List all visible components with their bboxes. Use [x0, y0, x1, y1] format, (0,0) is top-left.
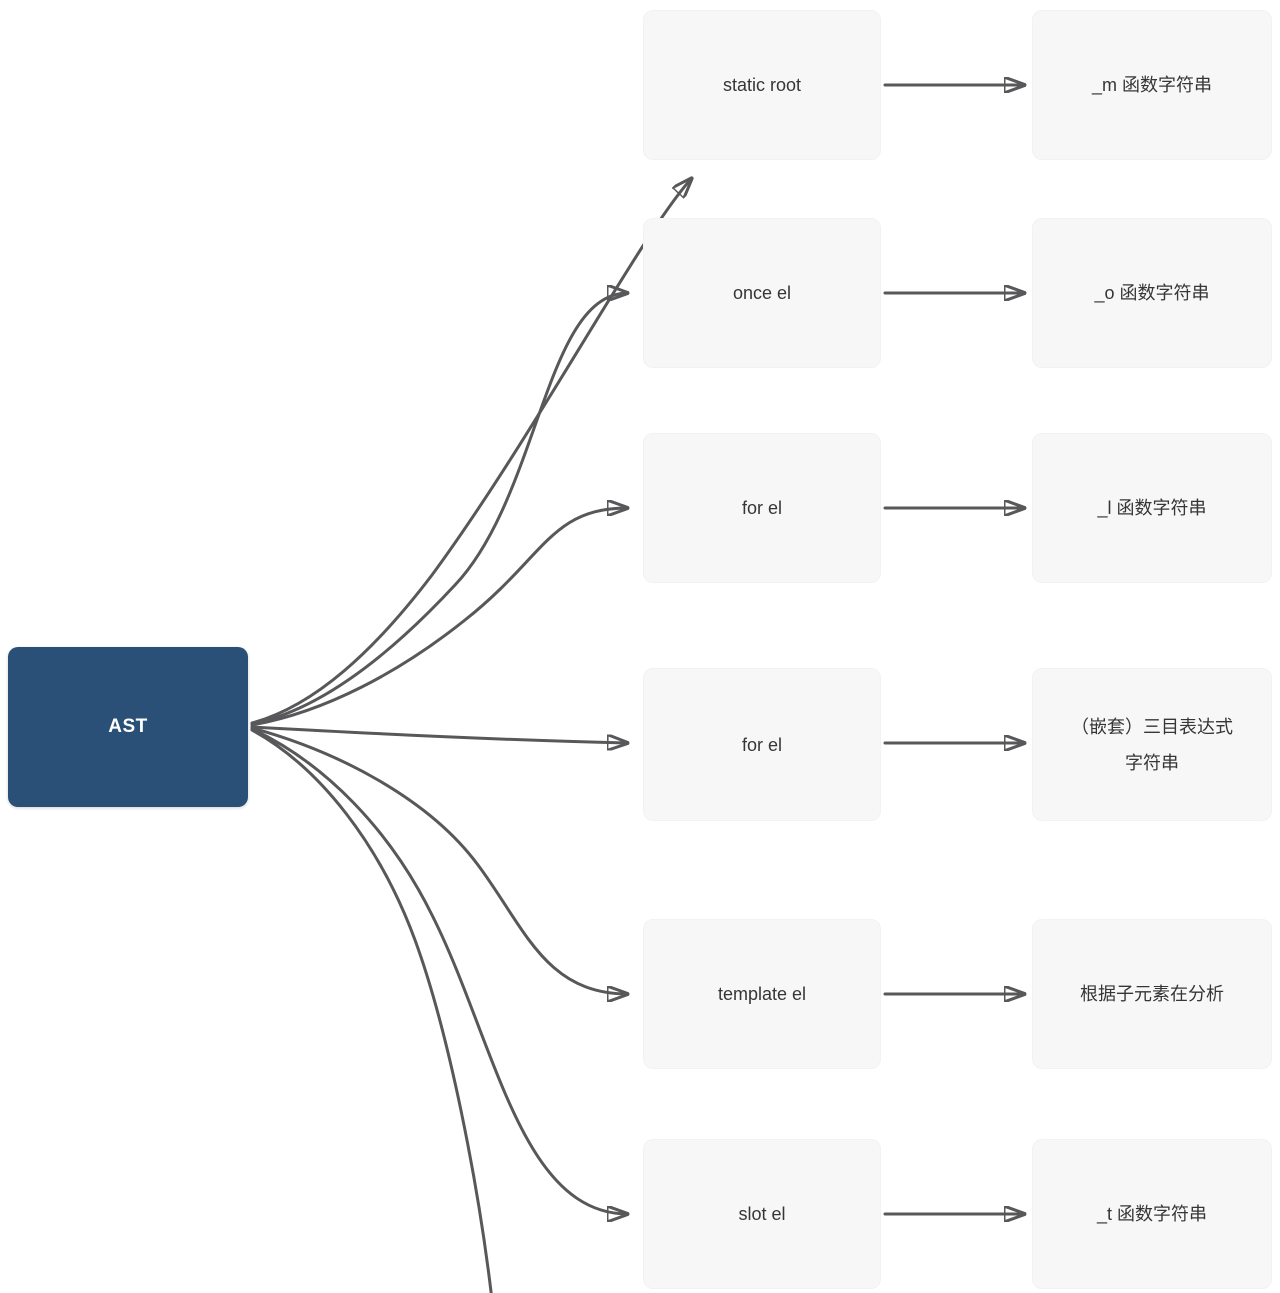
- node-label: once el: [732, 283, 792, 303]
- node-analyze-by-children: 根据子元素在分析: [1032, 919, 1272, 1069]
- node-for-el-1: for el: [643, 433, 881, 583]
- node-ast: AST: [8, 647, 248, 807]
- node-label-line1: _t 函数字符串: [1096, 1204, 1207, 1224]
- node-slot-el: slot el: [643, 1139, 881, 1289]
- edge-ast-to-static-root: [250, 178, 692, 725]
- edge-ast-to-slot-el: [250, 727, 630, 1214]
- node-static-root: static root: [643, 10, 881, 160]
- node-label: slot el: [738, 1204, 786, 1224]
- node-label: for el: [741, 734, 783, 755]
- edge-ast-to-for-el-2: [250, 725, 630, 743]
- node-label-line1: （嵌套）三目表达式: [1071, 716, 1233, 737]
- node-label: template el: [717, 984, 807, 1004]
- edge-ast-to-once-el: [250, 293, 630, 726]
- node-label: static root: [722, 75, 802, 95]
- node-o-function-string: _o 函数字符串: [1032, 218, 1272, 368]
- node-ast-label: AST: [108, 716, 148, 737]
- node-label: for el: [741, 498, 783, 518]
- node-ternary-expression-string: （嵌套）三目表达式 字符串: [1032, 668, 1272, 821]
- node-label-line2: 字符串: [1125, 752, 1179, 773]
- node-once-el: once el: [643, 218, 881, 368]
- node-label-line1: _o 函数字符串: [1094, 283, 1210, 303]
- node-label-line1: _l 函数字符串: [1097, 498, 1207, 518]
- edge-ast-to-for-el-1: [250, 508, 630, 727]
- edge-ast-offscreen: [250, 728, 493, 1293]
- node-m-function-string: _m 函数字符串: [1032, 10, 1272, 160]
- node-label-line1: _m 函数字符串: [1091, 75, 1212, 95]
- node-l-function-string: _l 函数字符串: [1032, 433, 1272, 583]
- node-label-line1: 根据子元素在分析: [1080, 984, 1224, 1004]
- node-template-el: template el: [643, 919, 881, 1069]
- node-t-function-string: _t 函数字符串: [1032, 1139, 1272, 1289]
- node-for-el-2: for el: [643, 668, 881, 821]
- edge-ast-to-template-el: [250, 726, 630, 994]
